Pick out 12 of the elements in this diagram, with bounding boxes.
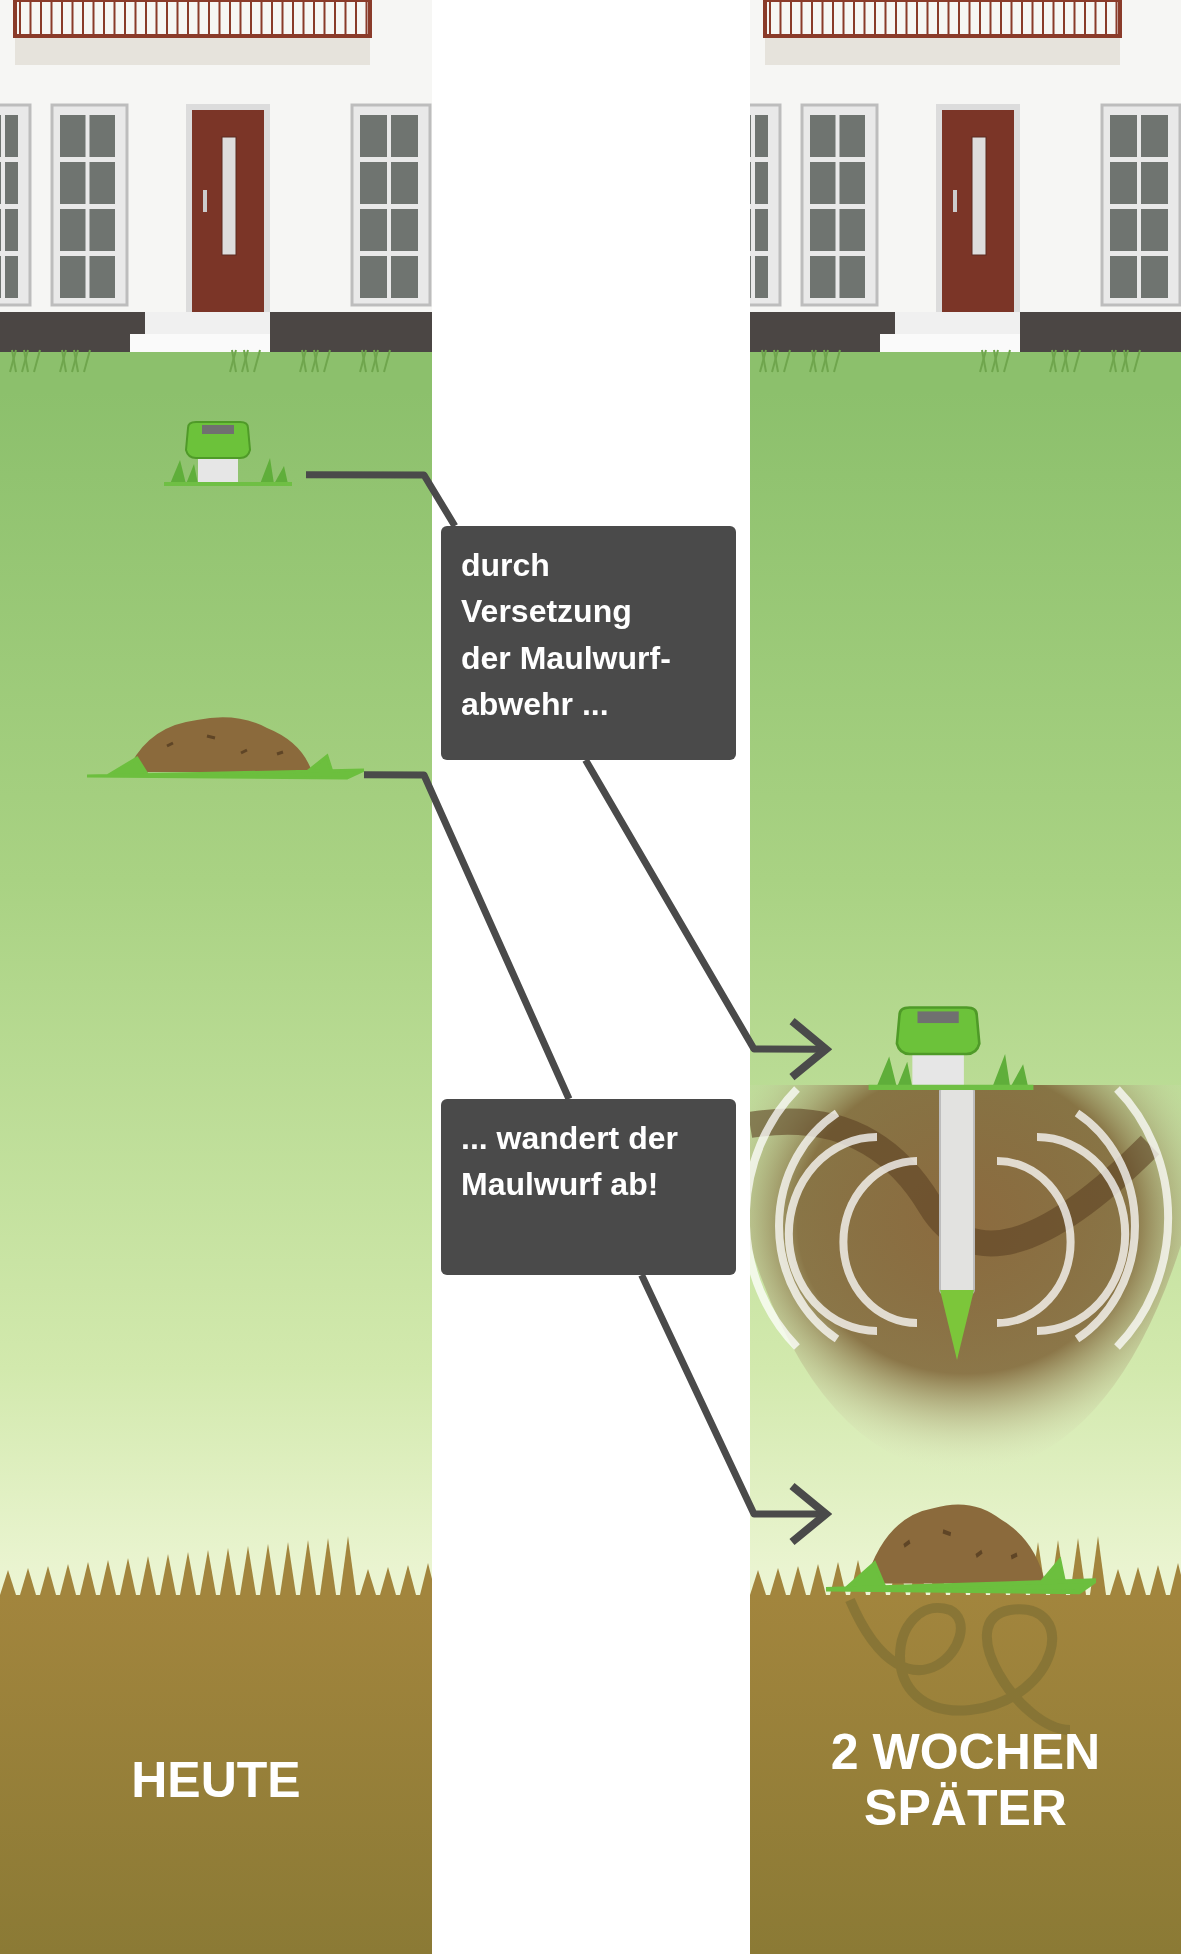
connector-line [364,771,573,1101]
panel-caption: HEUTE [131,1752,301,1808]
callout-box [441,526,736,760]
callout-text: ... wandert der Maulwurf ab! [461,1119,679,1205]
garden-panel [0,0,432,1954]
garden-panel [750,0,1181,1954]
arrow [582,758,830,1082]
arrow [638,1273,830,1546]
callout-text: durch Versetzung der Maulwurf-abwehr ... [461,546,672,725]
panel-caption: 2 WOCHEN SPÄTER [829,1724,1102,1836]
connector-line [306,471,458,528]
callout-box [441,1099,736,1275]
